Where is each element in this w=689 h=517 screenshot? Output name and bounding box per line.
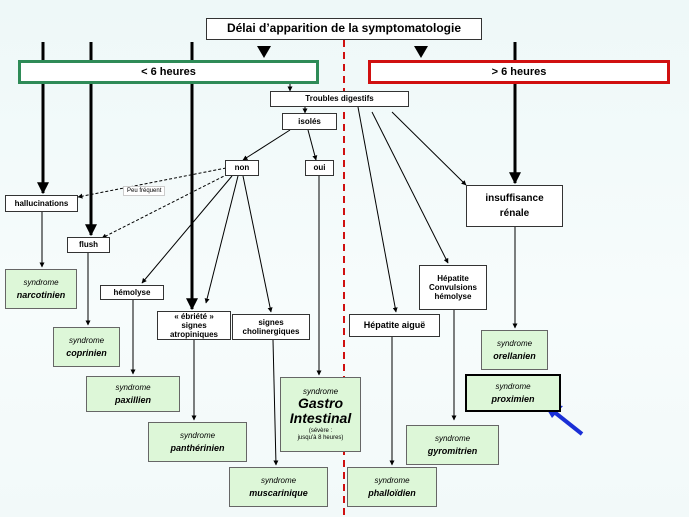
syndrome-label: syndrome xyxy=(23,277,59,287)
arrow-non-hemolyse xyxy=(141,175,233,284)
gastro-line1: Gastro xyxy=(297,395,344,412)
pointer-arrow xyxy=(551,409,584,436)
node-oui: oui xyxy=(305,160,334,176)
arrowhead-right xyxy=(414,46,428,58)
syndrome-name: coprinien xyxy=(66,347,107,358)
node-hallucinations: hallucinations xyxy=(5,195,78,212)
arrow-non-cholinergiques xyxy=(242,175,273,313)
node-hepatite-aigue: Hépatite aiguë xyxy=(349,314,440,337)
arrow-troubles-hepatite-aigue xyxy=(357,106,398,313)
node-ebriete: « ébriété » signes atropiniques xyxy=(157,311,231,340)
syndrome-gyromitrien: syndrome gyromitrien xyxy=(406,425,499,465)
node-ebriete-line2: signes xyxy=(181,320,207,330)
syndrome-gastro-intestinal: syndrome Gastro Intestinal (sévère : jus… xyxy=(280,377,361,452)
syndrome-name: paxillien xyxy=(114,394,151,405)
node-ebriete-line1: « ébriété » xyxy=(174,311,214,321)
node-hepatite-conv: Hépatite Convulsions hémolyse xyxy=(419,265,487,310)
header-lt6: < 6 heures xyxy=(18,60,319,84)
node-hepatite-conv-line1: Hépatite xyxy=(437,273,469,283)
syndrome-label: syndrome xyxy=(68,335,105,345)
syndrome-name: narcotinien xyxy=(16,289,66,300)
syndrome-narcotinien: syndrome narcotinien xyxy=(5,269,77,309)
arrow-non-ebriete xyxy=(204,175,239,304)
syndrome-phalloidien: syndrome phalloïdien xyxy=(347,467,437,507)
syndrome-label: syndrome xyxy=(179,430,216,440)
dashed-non-hallucinations xyxy=(77,167,227,199)
syndrome-label: syndrome xyxy=(302,386,339,396)
syndrome-proximien: syndrome proximien xyxy=(465,374,561,412)
node-insuffisance: insuffisance rénale xyxy=(466,185,563,227)
node-troubles: Troubles digestifs xyxy=(270,91,409,107)
syndrome-name: proximien xyxy=(491,393,535,404)
syndrome-name: muscarinique xyxy=(249,487,308,498)
syndrome-orellanien: syndrome orellanien xyxy=(481,330,548,370)
syndrome-label: syndrome xyxy=(115,382,151,392)
syndrome-coprinien: syndrome coprinien xyxy=(53,327,120,367)
arrow-isoles-non xyxy=(242,129,291,161)
node-hemolyse: hémolyse xyxy=(100,285,164,300)
node-insuffisance-line2: rénale xyxy=(499,207,530,219)
node-non: non xyxy=(225,160,259,176)
syndrome-muscarinique: syndrome muscarinique xyxy=(229,467,328,507)
node-insuffisance-line1: insuffisance xyxy=(485,193,544,204)
syndrome-pantherinien: syndrome panthérinien xyxy=(148,422,247,462)
node-cholinergiques: signes cholinergiques xyxy=(232,314,310,340)
arrow-troubles-insuffisance xyxy=(391,111,467,186)
header-gt6: > 6 heures xyxy=(368,60,670,84)
dashed-non-flush xyxy=(101,173,229,239)
syndrome-label: syndrome xyxy=(374,475,410,485)
syndrome-name: panthérinien xyxy=(170,442,225,453)
node-cholinergiques-line2: cholinergiques xyxy=(242,327,300,336)
gastro-note1: (sévère : xyxy=(308,428,333,435)
syndrome-label: syndrome xyxy=(260,475,297,485)
syndrome-label: syndrome xyxy=(495,381,531,391)
node-isoles: isolés xyxy=(282,113,337,130)
arrow-troubles-hepatite-conv xyxy=(371,111,449,264)
node-flush: flush xyxy=(67,237,110,253)
syndrome-name: phalloïdien xyxy=(368,487,416,498)
arrowhead-left xyxy=(257,46,271,58)
node-hepatite-conv-line2: Convulsions xyxy=(428,282,477,292)
gastro-line2: Intestinal xyxy=(289,409,352,426)
syndrome-name: gyromitrien xyxy=(427,445,478,456)
arrow-cholinergiques-muscarinique xyxy=(272,339,279,466)
syndrome-name: orellanien xyxy=(493,350,536,361)
node-hepatite-conv-line3: hémolyse xyxy=(434,292,472,302)
arrow-isoles-oui xyxy=(307,129,318,161)
syndrome-label: syndrome xyxy=(496,338,533,348)
syndrome-label: syndrome xyxy=(434,433,471,443)
note-peu-frequent: Peu fréquent xyxy=(123,186,166,196)
node-cholinergiques-line1: signes xyxy=(258,317,284,327)
syndrome-paxillien: syndrome paxillien xyxy=(86,376,180,412)
gastro-note2: jusqu'à 8 heures) xyxy=(297,435,344,442)
node-ebriete-line3: atropiniques xyxy=(169,330,218,340)
title-box: Délai d’apparition de la symptomatologie xyxy=(206,18,482,40)
